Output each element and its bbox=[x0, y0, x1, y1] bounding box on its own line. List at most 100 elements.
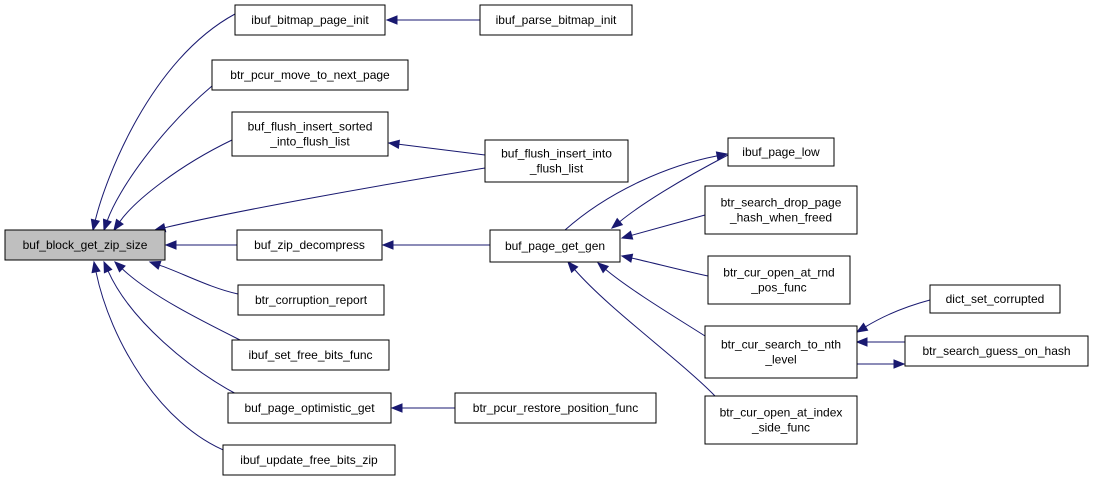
arrow-head bbox=[91, 260, 101, 274]
arrow-head bbox=[715, 151, 729, 161]
node-box[interactable] bbox=[904, 335, 1089, 367]
node-buf-zip-decompress[interactable]: buf_zip_decompress bbox=[236, 229, 383, 261]
node-box[interactable] bbox=[222, 444, 396, 476]
node-box[interactable] bbox=[4, 229, 166, 261]
edge-n11-to-n13 bbox=[857, 359, 906, 369]
node-box[interactable] bbox=[231, 111, 389, 157]
node-box[interactable] bbox=[479, 4, 633, 36]
node-box[interactable] bbox=[704, 185, 858, 235]
edge-line bbox=[119, 139, 233, 223]
node-btr-pcur-move-to-next-page[interactable]: btr_pcur_move_to_next_page bbox=[211, 59, 409, 91]
node-box[interactable] bbox=[231, 339, 390, 371]
node-buf-block-get-zip-size[interactable]: buf_block_get_zip_size bbox=[4, 229, 166, 261]
edge-n11-to-n7 bbox=[596, 262, 706, 337]
node-label: buf_block_get_zip_size bbox=[23, 238, 148, 252]
arrow-head bbox=[381, 240, 394, 250]
node-btr-cur-search-to-nth-level[interactable]: btr_cur_search_to_nth_level bbox=[704, 325, 858, 379]
node-label: _hash_when_freed bbox=[729, 211, 832, 225]
node-label: dict_set_corrupted bbox=[946, 292, 1045, 306]
edge-line bbox=[107, 270, 241, 397]
arrow-head bbox=[385, 15, 398, 25]
edge-line bbox=[564, 155, 718, 231]
node-label: ibuf_parse_bitmap_init bbox=[496, 13, 617, 27]
arrow-head bbox=[390, 403, 403, 413]
node-label: ibuf_page_low bbox=[742, 145, 820, 159]
graph-edges bbox=[90, 13, 931, 453]
node-btr-search-drop-page-hash-when-freed[interactable]: btr_search_drop_page_hash_when_freed bbox=[704, 185, 858, 235]
edge-n16-to-root bbox=[114, 261, 241, 341]
node-btr-pcur-restore-position-func[interactable]: btr_pcur_restore_position_func bbox=[454, 392, 657, 424]
graph-nodes: buf_block_get_zip_size ibuf_bitmap_page_i… bbox=[4, 4, 1089, 476]
node-btr-search-guess-on-hash[interactable]: btr_search_guess_on_hash bbox=[904, 335, 1089, 367]
node-label: btr_cur_open_at_rnd bbox=[723, 266, 834, 280]
node-box[interactable] bbox=[704, 325, 858, 379]
edge-n1-to-root bbox=[90, 13, 236, 232]
node-box[interactable] bbox=[227, 392, 392, 424]
node-box[interactable] bbox=[489, 229, 621, 263]
node-box[interactable] bbox=[211, 59, 409, 91]
node-btr-corruption-report[interactable]: btr_corruption_report bbox=[237, 284, 385, 316]
edge-line bbox=[106, 85, 213, 221]
node-buf-page-optimistic-get[interactable]: buf_page_optimistic_get bbox=[227, 392, 392, 424]
edge-n15-to-root bbox=[148, 260, 239, 295]
node-label: ibuf_set_free_bits_func bbox=[248, 348, 372, 362]
node-ibuf-parse-bitmap-init[interactable]: ibuf_parse_bitmap_init bbox=[479, 4, 633, 36]
edge-line bbox=[159, 264, 239, 295]
edge-line bbox=[631, 257, 709, 277]
edge-line bbox=[398, 143, 486, 156]
node-label: _into_flush_list bbox=[269, 135, 350, 149]
node-buf-flush-insert-into-flush-list[interactable]: buf_flush_insert_into_flush_list bbox=[484, 139, 629, 183]
edge-n5-to-n4 bbox=[387, 139, 486, 156]
arrow-head bbox=[164, 240, 177, 250]
arrow-head bbox=[855, 322, 869, 333]
edge-line bbox=[619, 154, 729, 223]
edge-line bbox=[94, 13, 236, 221]
edge-n2-to-n1 bbox=[385, 15, 480, 25]
node-box[interactable] bbox=[707, 255, 851, 305]
node-box[interactable] bbox=[236, 229, 383, 261]
node-buf-page-get-gen[interactable]: buf_page_get_gen bbox=[489, 229, 621, 263]
arrow-head bbox=[387, 139, 400, 149]
node-box[interactable] bbox=[484, 139, 629, 183]
edge-n19-to-root bbox=[91, 260, 229, 453]
node-label: btr_corruption_report bbox=[255, 293, 368, 307]
node-box[interactable] bbox=[234, 4, 386, 36]
edge-n7-to-n6 bbox=[381, 240, 490, 250]
node-box[interactable] bbox=[704, 395, 858, 445]
node-buf-flush-insert-sorted-into-flush-list[interactable]: buf_flush_insert_sorted_into_flush_list bbox=[231, 111, 389, 157]
node-btr-cur-open-at-rnd-pos-func[interactable]: btr_cur_open_at_rnd_pos_func bbox=[707, 255, 851, 305]
node-label: _side_func bbox=[751, 421, 810, 435]
node-btr-cur-open-at-index-side-func[interactable]: btr_cur_open_at_index_side_func bbox=[704, 395, 858, 445]
node-label: btr_cur_search_to_nth bbox=[721, 338, 841, 352]
node-box[interactable] bbox=[929, 284, 1061, 314]
arrow-head bbox=[90, 218, 101, 232]
arrow-head bbox=[114, 261, 126, 273]
node-ibuf-update-free-bits-zip[interactable]: ibuf_update_free_bits_zip bbox=[222, 444, 396, 476]
edge-line bbox=[164, 167, 486, 229]
node-label: btr_cur_open_at_index bbox=[720, 406, 843, 420]
node-label: btr_pcur_restore_position_func bbox=[473, 401, 638, 415]
node-label: btr_search_guess_on_hash bbox=[922, 344, 1070, 358]
node-dict-set-corrupted[interactable]: dict_set_corrupted bbox=[929, 284, 1061, 314]
node-box[interactable] bbox=[237, 284, 385, 316]
edge-line bbox=[574, 269, 716, 397]
edge-n9-to-n7 bbox=[620, 214, 706, 240]
node-ibuf-page-low[interactable]: ibuf_page_low bbox=[727, 137, 835, 167]
arrow-head bbox=[620, 253, 634, 263]
node-label: buf_page_optimistic_get bbox=[244, 401, 375, 415]
arrow-head bbox=[148, 260, 162, 270]
edge-n7-to-n8 bbox=[564, 151, 729, 231]
edge-n18-to-n17 bbox=[390, 403, 455, 413]
edge-n6-to-root bbox=[164, 240, 237, 250]
node-label: buf_flush_insert_into bbox=[501, 147, 612, 161]
arrow-head bbox=[855, 337, 868, 347]
node-label: _level bbox=[764, 353, 796, 367]
node-ibuf-bitmap-page-init[interactable]: ibuf_bitmap_page_init bbox=[234, 4, 386, 36]
node-box[interactable] bbox=[727, 137, 835, 167]
node-label: buf_zip_decompress bbox=[254, 238, 365, 252]
edge-n5-to-root bbox=[153, 167, 486, 233]
node-box[interactable] bbox=[454, 392, 657, 424]
node-ibuf-set-free-bits-func[interactable]: ibuf_set_free_bits_func bbox=[231, 339, 390, 371]
node-label: ibuf_update_free_bits_zip bbox=[240, 453, 378, 467]
